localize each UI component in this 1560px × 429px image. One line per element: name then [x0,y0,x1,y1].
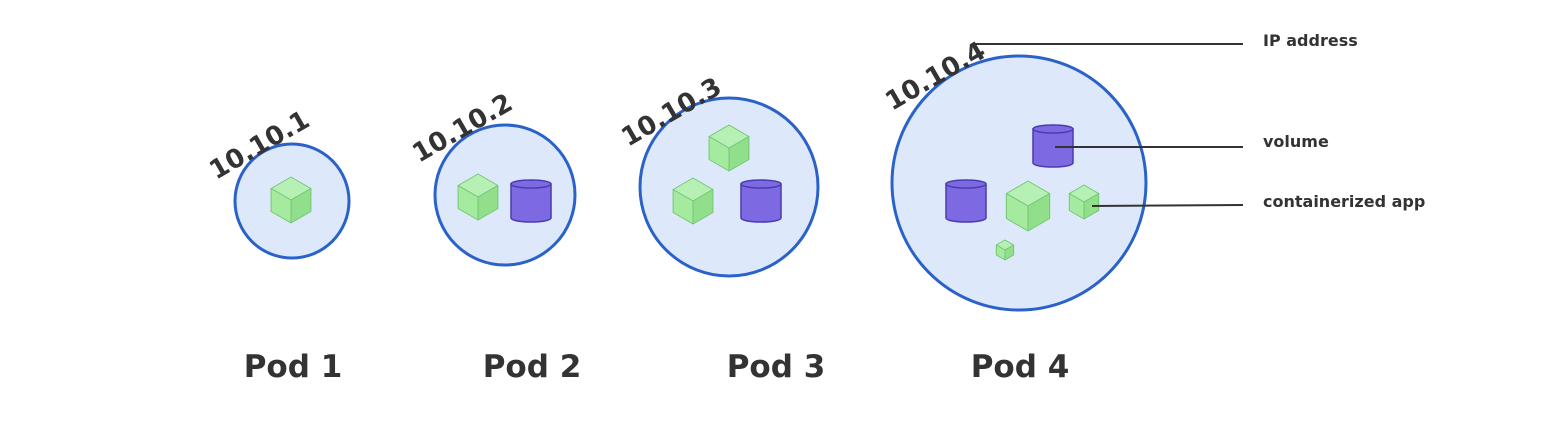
pod-3-volume-cylinder-icon [740,179,782,223]
legend-volume: volume [1263,132,1329,151]
pod-4-volume-cylinder-icon [945,179,987,223]
pod-1: 10.10.1 Pod 1 [205,105,351,385]
pod-4-circle [890,54,1148,312]
legend-containerized-app: containerized app [1263,192,1425,211]
pod-1-label: Pod 1 [244,349,343,385]
pod-4-app-cube-icon [1005,180,1051,232]
pod-2: 10.10.2 Pod 2 [408,88,582,385]
pod-3: 10.10.3 Pod 3 [617,72,826,385]
pod-4: 10.10.4 Pod 4 [881,36,1148,385]
pod-4-app-cube-icon [995,239,1015,261]
pod-3-app-cube-icon [708,124,750,172]
pod-4-app-cube-icon [1068,184,1100,220]
legend-ip-address: IP address [1263,31,1358,50]
pod-3-app-cube-icon [672,177,714,225]
pod-2-volume-cylinder-icon [510,179,552,223]
pod-4-volume-cylinder-icon [1032,124,1074,168]
pod-2-label: Pod 2 [483,349,582,385]
pod-3-label: Pod 3 [727,349,826,385]
containerized-app-leader-line [1091,204,1244,207]
pod-1-app-cube-icon [270,176,312,224]
legend: IP address volume containerized app [975,31,1425,211]
pod-4-label: Pod 4 [971,349,1070,385]
pod-3-circle [638,96,820,278]
pod-2-circle [433,123,577,267]
pod-2-app-cube-icon [457,173,499,221]
